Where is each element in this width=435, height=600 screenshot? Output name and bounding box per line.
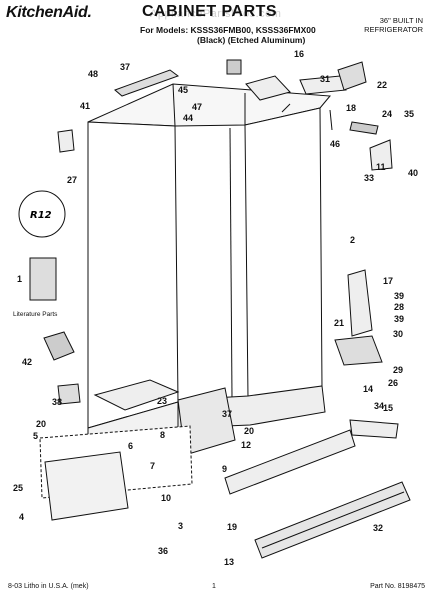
- callout-25: 25: [13, 483, 24, 493]
- r12-seal-text: R12: [30, 210, 52, 221]
- model-line-2: (Black) (Etched Aluminum): [197, 35, 306, 45]
- brand-logo: KitchenAid.: [6, 4, 92, 21]
- callout-19: 19: [227, 522, 238, 532]
- callout-2: 2: [350, 235, 356, 245]
- footer-right: Part No. 8198475: [370, 583, 425, 590]
- callout-24: 24: [382, 109, 393, 119]
- callout-20: 20: [244, 426, 255, 436]
- callout-23: 23: [157, 396, 168, 406]
- cabinet-right-side: [244, 107, 323, 399]
- callout-6: 6: [128, 441, 134, 451]
- watermark: AppliancePartsPros.com: [150, 8, 282, 20]
- r12-seal: [18, 190, 66, 238]
- callout-31: 31: [320, 74, 331, 84]
- callout-35: 35: [404, 109, 415, 119]
- callout-39: 39: [394, 314, 405, 324]
- callout-40: 40: [408, 168, 419, 178]
- callout-45: 45: [178, 85, 189, 95]
- callout-38: 38: [52, 397, 63, 407]
- callout-42: 42: [22, 357, 33, 367]
- callout-26: 26: [388, 378, 399, 388]
- callout-46: 46: [330, 139, 341, 149]
- callout-32: 32: [373, 523, 384, 533]
- product-type-line-1: 36" BUILT IN: [379, 16, 423, 25]
- callout-14: 14: [363, 384, 374, 394]
- literature-parts-booklet: [29, 257, 57, 301]
- callout-7: 7: [150, 461, 156, 471]
- callout-27: 27: [67, 175, 78, 185]
- callout-11: 11: [376, 162, 386, 172]
- callout-36: 36: [158, 546, 169, 556]
- callout-5: 5: [33, 431, 39, 441]
- footer-left: 8-03 Litho in U.S.A. (mek): [8, 583, 89, 590]
- footer-center: 1: [212, 583, 216, 590]
- callout-12: 12: [241, 440, 252, 450]
- callout-33: 33: [364, 173, 375, 183]
- callout-18: 18: [346, 103, 357, 113]
- callout-3: 3: [178, 521, 184, 531]
- model-list: For Models: KSSS36FMB00, KSSS36FMX00 (Bl…: [140, 25, 316, 45]
- callout-9: 9: [222, 464, 228, 474]
- product-type: 36" BUILT IN REFRIGERATOR: [364, 16, 423, 34]
- model-line-1: For Models: KSSS36FMB00, KSSS36FMX00: [140, 25, 316, 35]
- callout-22: 22: [377, 80, 388, 90]
- callout-30: 30: [393, 329, 404, 339]
- callout-37: 37: [120, 62, 131, 72]
- callout-37: 37: [222, 409, 233, 419]
- callout-4: 4: [19, 512, 25, 522]
- callout-13: 13: [224, 557, 235, 567]
- callout-34: 34: [374, 401, 385, 411]
- callout-41: 41: [80, 101, 91, 111]
- callout-44: 44: [183, 113, 194, 123]
- callout-20: 20: [36, 419, 47, 429]
- callout-48: 48: [88, 69, 99, 79]
- callout-15: 15: [383, 403, 394, 413]
- callout-47: 47: [192, 102, 203, 112]
- callout-28: 28: [394, 302, 405, 312]
- cabinet-left-side: [87, 121, 179, 429]
- callout-21: 21: [334, 318, 345, 328]
- callout-1: 1: [17, 274, 23, 284]
- product-type-line-2: REFRIGERATOR: [364, 24, 423, 34]
- callout-16: 16: [294, 49, 305, 59]
- callout-17: 17: [383, 276, 394, 286]
- callout-29: 29: [393, 365, 404, 375]
- page-title: CABINET PARTS: [142, 3, 278, 20]
- callout-8: 8: [160, 430, 166, 440]
- literature-parts-label: Literature Parts: [13, 311, 58, 318]
- callout-39: 39: [394, 291, 405, 301]
- callout-10: 10: [161, 493, 172, 503]
